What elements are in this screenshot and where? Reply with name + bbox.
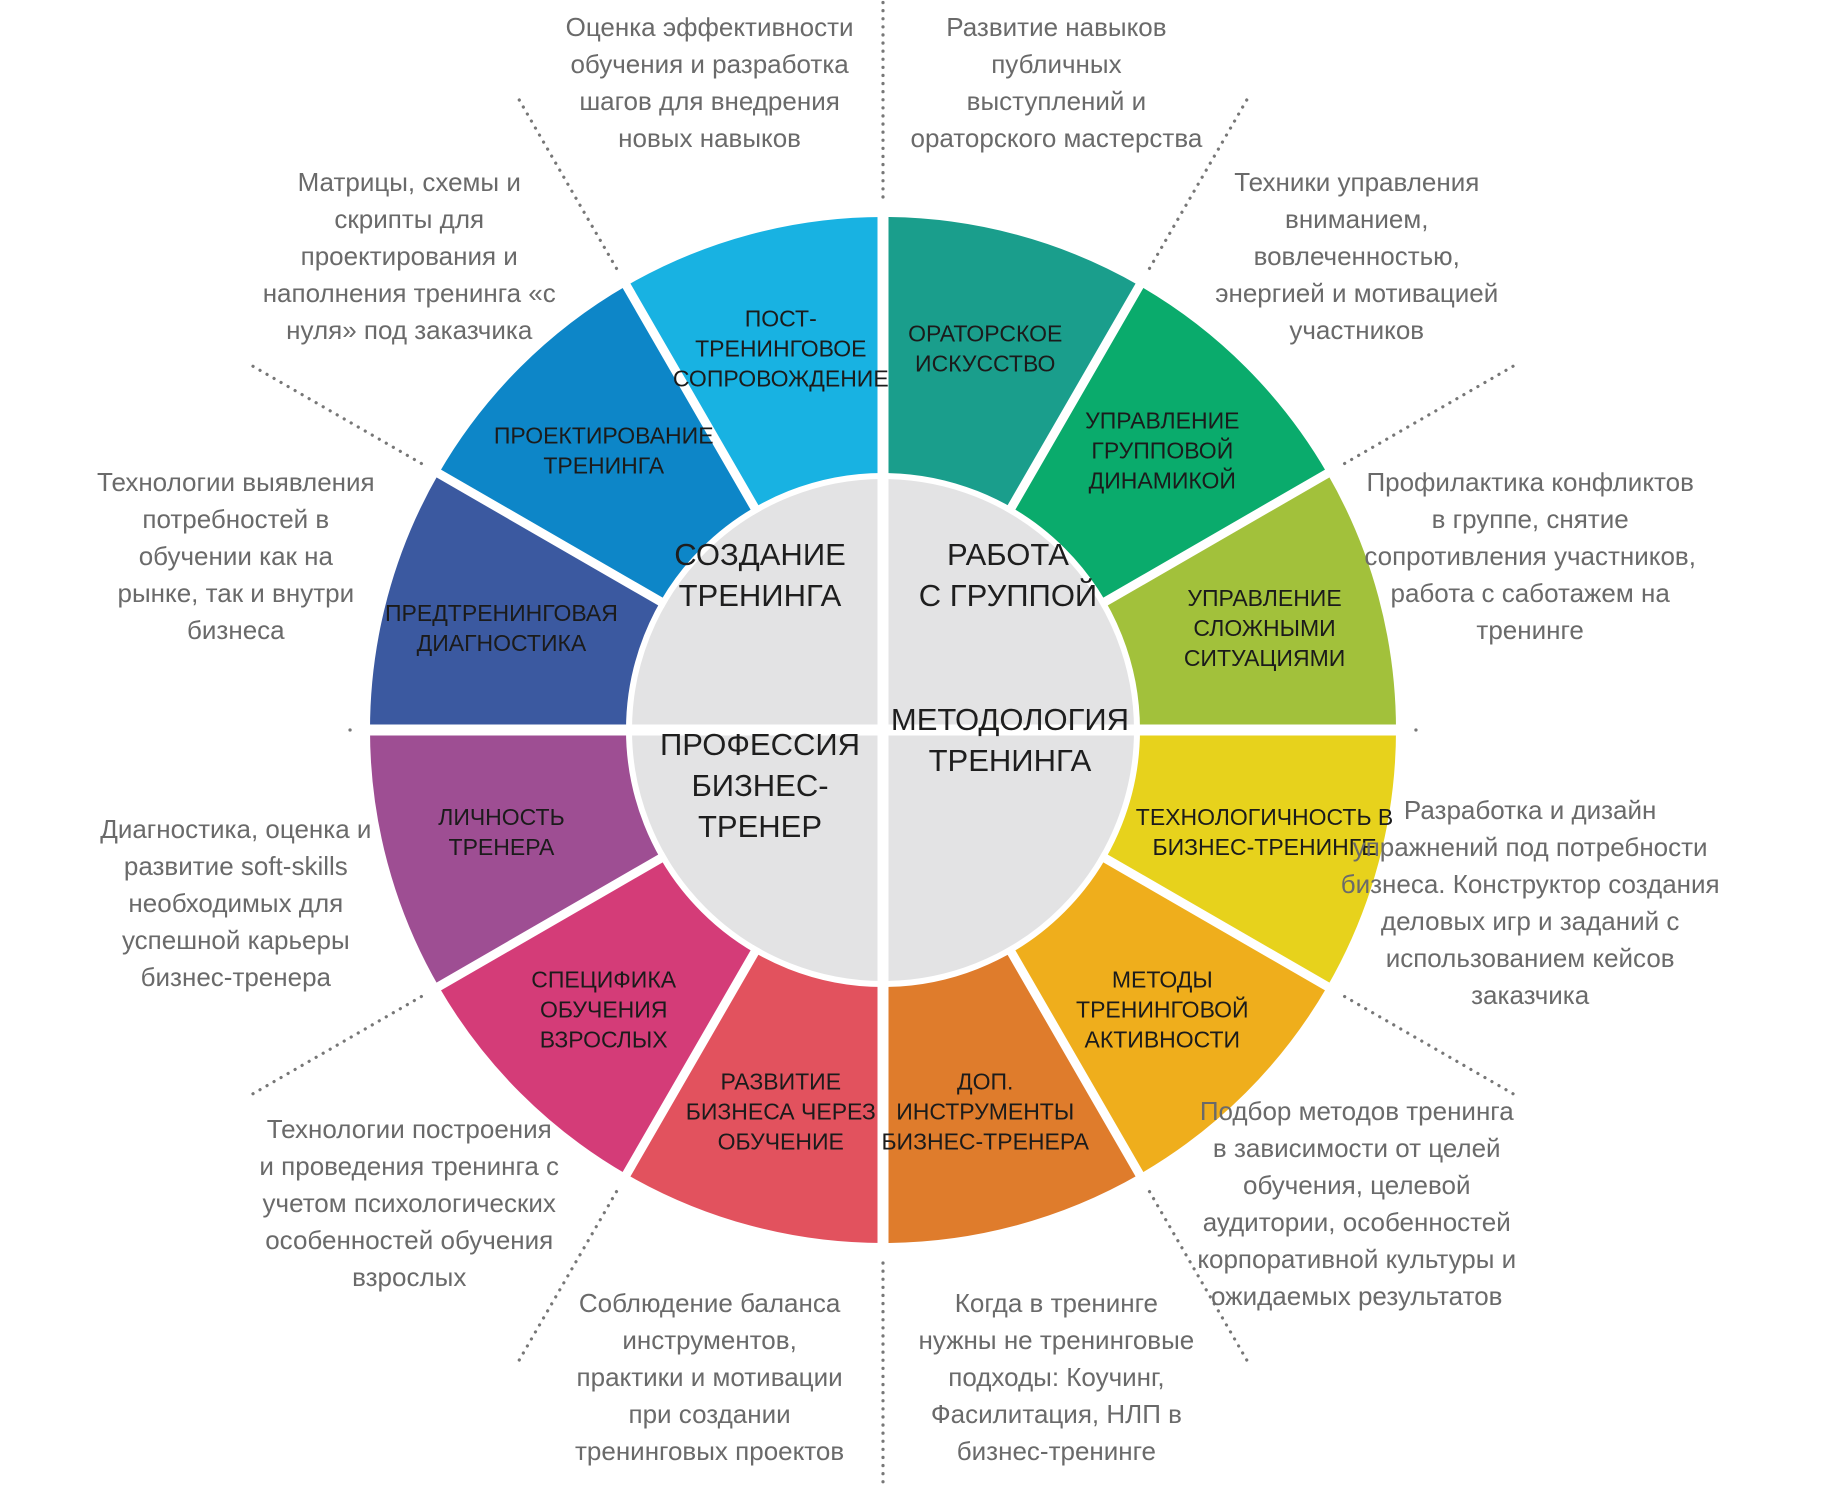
segment-доп-инструменты-бизнес-тренера bbox=[883, 950, 1140, 1243]
dotted-divider-line bbox=[249, 994, 424, 1097]
annotation-предтренинговая: Технологии выявления потребностей в обуч… bbox=[97, 467, 375, 646]
separator-line bbox=[621, 280, 762, 515]
segment-предтренинговая-диагностика bbox=[370, 473, 663, 730]
segment-управление-сложными-ситуациями bbox=[1103, 473, 1396, 730]
annotation-управление: Техники управления вниманием, вовлеченно… bbox=[1215, 166, 1499, 345]
segment-пост-тренинговое-сопровождение bbox=[626, 217, 883, 510]
dotted-divider-line bbox=[249, 363, 424, 466]
segment-управление-групповой-динамикой bbox=[1010, 285, 1328, 603]
separator-line bbox=[1098, 851, 1333, 992]
segment-развитие-бизнеса-через-обучение bbox=[626, 950, 883, 1243]
separator-line bbox=[433, 851, 668, 992]
segment-личность-тренера bbox=[370, 730, 663, 987]
dotted-divider-lines bbox=[249, 0, 1517, 1487]
annotation-пост: Оценка эффективности обучения и разработ… bbox=[565, 11, 854, 153]
annotation-методы: Подбор методов тренинга в зависимости от… bbox=[1197, 1095, 1517, 1311]
dotted-divider-line bbox=[516, 96, 619, 271]
center-ring bbox=[626, 473, 1140, 987]
separator-line bbox=[1004, 945, 1145, 1180]
annotation-управление: Профилактика конфликтов в группе, снятие… bbox=[1364, 467, 1696, 646]
segment-технологичность-в-бизнес-тренинге bbox=[1103, 730, 1396, 987]
separator-line bbox=[621, 945, 762, 1180]
annotation-развитие: Соблюдение баланса инструментов, практик… bbox=[574, 1287, 845, 1466]
separator-line bbox=[433, 468, 668, 609]
annotation-технологичность-в: Разработка и дизайн упражнений под потре… bbox=[1340, 795, 1720, 1011]
segment-ораторское-искусство bbox=[883, 217, 1140, 510]
segment-специфика-обучения-взрослых bbox=[438, 857, 756, 1175]
dotted-divider-line bbox=[1147, 96, 1250, 271]
dotted-divider-line bbox=[1147, 1189, 1250, 1364]
segment-проектирование-тренинга bbox=[438, 285, 756, 603]
annotation-ораторское: Развитие навыков публичных выступлений и… bbox=[910, 11, 1203, 153]
segment-separators bbox=[367, 214, 1399, 1246]
dotted-divider-line bbox=[516, 1189, 619, 1364]
annotation-проектирование: Матрицы, схемы и скрипты для проектирова… bbox=[262, 166, 556, 345]
annotation-личность: Диагностика, оценка и развитие soft-skil… bbox=[100, 813, 372, 992]
annotation-доп: Когда в тренинге нужны не тренинговые по… bbox=[918, 1287, 1195, 1466]
separator-line bbox=[1098, 468, 1333, 609]
dotted-divider-line bbox=[1342, 363, 1517, 466]
separator-line bbox=[1004, 280, 1145, 515]
wheel-segments bbox=[370, 217, 1396, 1243]
annotation-специфика: Технологии построения и проведения трени… bbox=[259, 1114, 560, 1293]
segment-методы-тренинговой-активности bbox=[1010, 857, 1328, 1175]
dotted-divider-line bbox=[1342, 994, 1517, 1097]
